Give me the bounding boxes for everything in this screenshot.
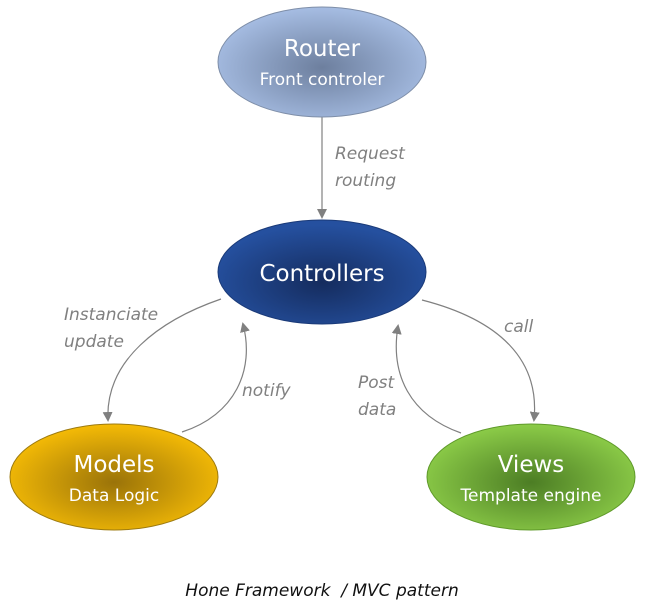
- views-title: Views: [498, 452, 565, 478]
- router-ellipse: [217, 6, 427, 118]
- node-controllers[interactable]: Controllers: [217, 219, 427, 325]
- edge-instanciate-update: Instanciate update: [64, 298, 222, 422]
- call-arrow: [421, 299, 540, 422]
- post-data-arrow: [391, 324, 462, 434]
- edge-request-routing: Request routing: [317, 115, 406, 219]
- request-routing-label-2: routing: [335, 171, 396, 191]
- node-models[interactable]: Models Data Logic: [9, 423, 219, 531]
- controllers-title: Controllers: [259, 261, 384, 287]
- node-router[interactable]: Router Front controler: [217, 6, 427, 118]
- models-ellipse: [9, 423, 219, 531]
- edge-notify: notify: [181, 322, 292, 433]
- post-data-label-2: data: [358, 400, 396, 420]
- diagram-caption: Hone Framework / MVC pattern: [185, 581, 458, 601]
- node-views[interactable]: Views Template engine: [426, 423, 636, 531]
- request-routing-label-1: Request: [335, 144, 406, 164]
- models-title: Models: [73, 452, 154, 478]
- post-data-label-1: Post: [358, 373, 396, 393]
- controllers-ellipse: [217, 219, 427, 325]
- router-subtitle: Front controler: [260, 70, 385, 90]
- models-subtitle: Data Logic: [69, 486, 159, 506]
- views-ellipse: [426, 423, 636, 531]
- edge-post-data: Post data: [358, 324, 462, 434]
- call-label: call: [504, 317, 533, 337]
- router-title: Router: [284, 36, 361, 62]
- notify-label: notify: [242, 381, 292, 401]
- edge-call: call: [421, 299, 540, 422]
- instanciate-update-arrow: [102, 298, 222, 422]
- views-subtitle: Template engine: [460, 486, 602, 506]
- instanciate-update-label-2: update: [64, 332, 124, 352]
- instanciate-update-label-1: Instanciate: [64, 305, 158, 325]
- notify-arrow: [181, 322, 250, 433]
